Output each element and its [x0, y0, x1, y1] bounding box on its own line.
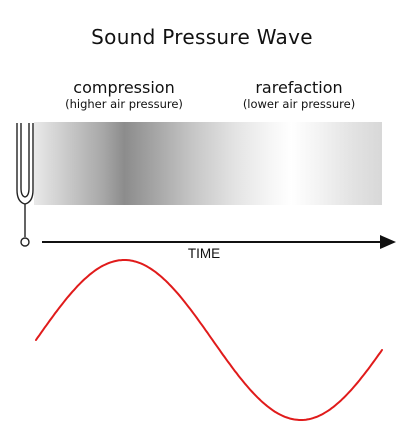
tuning-fork-icon: [16, 123, 34, 247]
compression-label: compression: [73, 78, 175, 97]
time-axis-arrow: [42, 235, 396, 249]
sound-pressure-sine-wave: [35, 259, 383, 421]
rarefaction-sublabel: (lower air pressure): [242, 97, 356, 111]
air-pressure-gradient-bar: [34, 122, 382, 205]
diagram-title: Sound Pressure Wave: [91, 25, 313, 49]
time-axis-label: TIME: [187, 246, 221, 261]
compression-sublabel: (higher air pressure): [65, 97, 183, 111]
rarefaction-label: rarefaction: [255, 78, 343, 97]
